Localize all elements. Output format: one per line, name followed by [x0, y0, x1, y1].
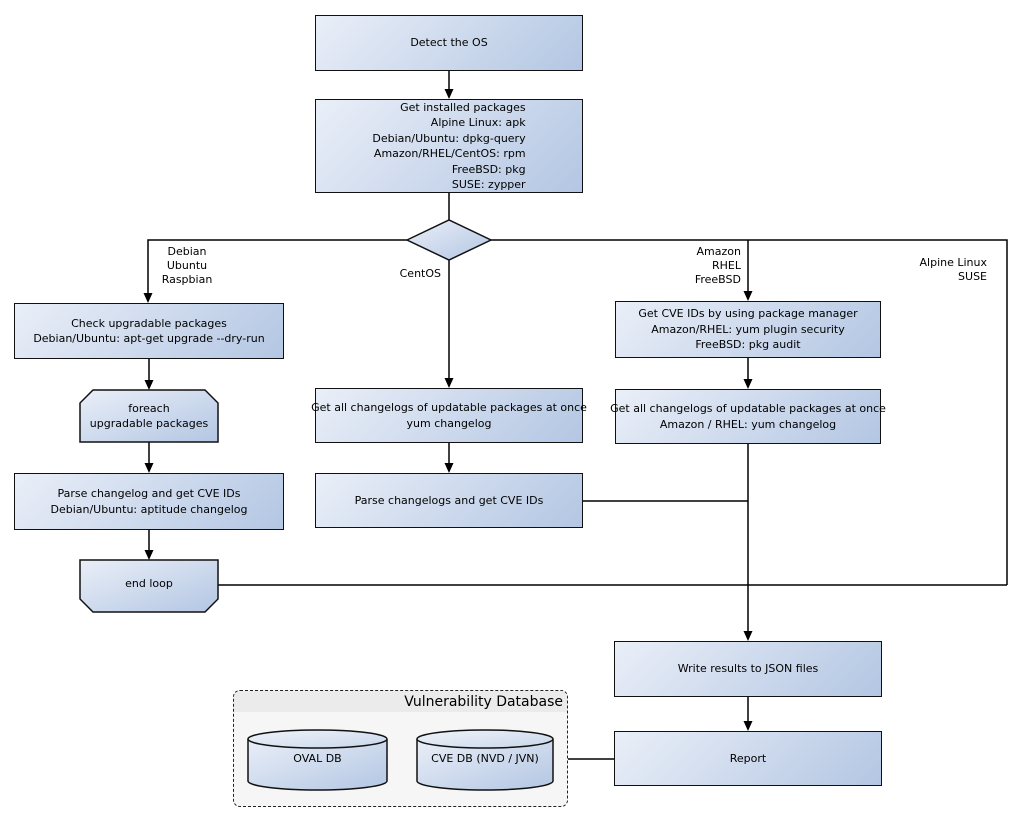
arrowhead-icon — [144, 380, 154, 390]
arrowhead-icon — [444, 89, 454, 99]
node-write-results: Write results to JSON files — [614, 641, 882, 697]
branch-label-amazon: Amazon RHEL FreeBSD — [694, 245, 741, 286]
node-parse-changelogs-centos: Parse changelogs and get CVE IDs — [315, 473, 583, 528]
node-label: Get installed packages Alpine Linux: apk… — [372, 100, 526, 192]
node-detect-os: Detect the OS — [315, 15, 583, 71]
arrowhead-icon — [743, 379, 753, 389]
node-end-loop: end loop — [80, 560, 218, 608]
oval-db-label: OVAL DB — [293, 751, 342, 765]
loop-end-shape — [79, 559, 219, 613]
node-label: Parse changelogs and get CVE IDs — [354, 493, 544, 507]
arrowhead-icon — [743, 291, 753, 301]
cve-db-label: CVE DB (NVD / JVN) — [431, 751, 539, 765]
node-label: Debian/Ubuntu: aptitude changelog — [50, 502, 248, 516]
arrowhead-icon — [144, 463, 154, 473]
arrowhead-icon — [143, 293, 153, 303]
node-label: Detect the OS — [410, 36, 488, 50]
node-report: Report — [614, 731, 882, 786]
vulnerability-database-title: Vulnerability Database — [404, 693, 563, 710]
node-label: upgradable packages — [89, 417, 209, 430]
arrowhead-icon — [144, 550, 154, 560]
vulnerability-database-header: Vulnerability Database — [234, 691, 567, 712]
node-label: end loop — [125, 577, 173, 591]
branch-label-debian: Debian Ubuntu Raspbian — [161, 245, 213, 286]
node-label: Amazon/RHEL: yum plugin security — [651, 322, 845, 336]
node-label: Parse changelog and get CVE IDs — [57, 487, 241, 500]
edge-decision-to-check-upgradable — [147, 239, 407, 293]
arrowhead-icon — [444, 378, 454, 388]
node-label: Amazon / RHEL: yum changelog — [659, 417, 837, 431]
node-get-changelogs-centos: Get all changelogs of updatable packages… — [311, 388, 587, 443]
branch-label-centos: CentOS — [399, 267, 441, 280]
node-get-cve-ids-pkg-manager: Get CVE IDs by using package manager Ama… — [615, 301, 881, 358]
oval-db-cylinder — [247, 739, 388, 791]
node-label: foreach — [128, 401, 170, 415]
arrowhead-icon — [743, 631, 753, 641]
loop-start-shape — [79, 389, 219, 443]
decision-diamond — [405, 219, 493, 261]
node-label: Check upgradable packages — [71, 316, 227, 330]
node-label: yum changelog — [406, 416, 492, 430]
cve-db-cylinder-top — [416, 729, 554, 749]
branch-label-alpine: Alpine Linux SUSE — [919, 256, 988, 283]
arrowhead-icon — [444, 463, 454, 473]
node-get-changelogs-amazon: Get all changelogs of updatable packages… — [610, 389, 886, 444]
node-foreach-loop: foreach upgradable packages — [80, 390, 218, 442]
oval-db-cylinder-top — [247, 729, 388, 749]
cve-db-cylinder — [416, 739, 554, 791]
node-parse-changelog-debian: Parse changelog and get CVE IDs Debian/U… — [14, 473, 284, 530]
node-label: Get all changelogs of updatable packages… — [311, 401, 587, 414]
node-label: Get all changelogs of updatable packages… — [610, 402, 886, 415]
edge-decision-far-right-branch — [491, 239, 1008, 585]
node-get-installed-packages: Get installed packages Alpine Linux: apk… — [315, 99, 583, 193]
node-label: Report — [729, 751, 767, 765]
node-label: Get CVE IDs by using package manager — [638, 307, 858, 321]
node-label: FreeBSD: pkg audit — [695, 338, 801, 352]
arrowhead-icon — [743, 721, 753, 731]
node-label: Debian/Ubuntu: apt-get upgrade --dry-run — [33, 332, 265, 345]
node-check-upgradable: Check upgradable packages Debian/Ubuntu:… — [14, 303, 284, 359]
node-label: Write results to JSON files — [677, 662, 819, 676]
